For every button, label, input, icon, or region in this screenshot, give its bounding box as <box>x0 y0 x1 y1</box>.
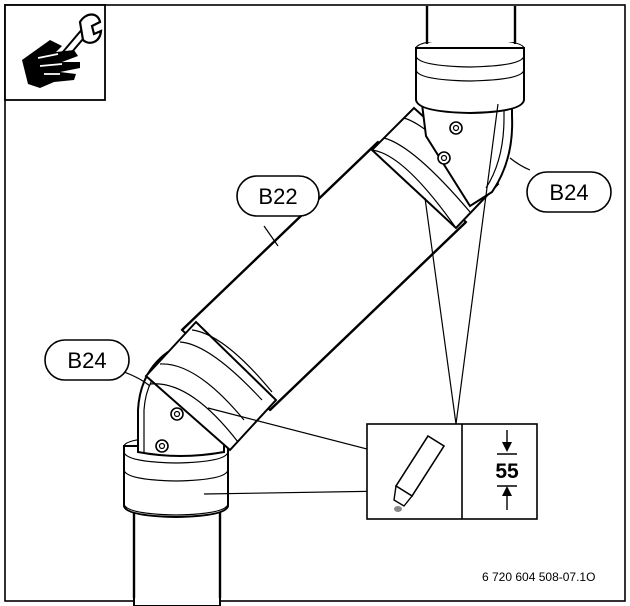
callout-lower-elbow: B24 <box>44 339 130 381</box>
callout-lower-elbow-label: B24 <box>67 348 106 373</box>
callout-upper-elbow-label: B24 <box>549 180 588 205</box>
lubricant-tube-icon <box>393 434 446 512</box>
callout-upper-elbow: B24 <box>526 171 612 213</box>
upper-elbow-body <box>418 87 514 208</box>
callout-straight-pipe-label: B22 <box>258 184 297 209</box>
diagram-frame <box>4 4 626 602</box>
callout-straight-pipe: B22 <box>236 175 320 217</box>
dimension-arrows-icon <box>497 430 517 510</box>
dimension-value: 55 <box>495 460 519 483</box>
upper-coupling-sleeve <box>415 38 525 115</box>
leader-lines <box>123 103 531 495</box>
lower-coupling-sleeve <box>123 436 229 519</box>
upper-vertical-pipe <box>425 6 517 44</box>
hand-wrench-icon <box>4 4 106 101</box>
detail-box: 55 <box>366 423 538 520</box>
lower-diagonal-socket <box>144 320 278 452</box>
reference-code: 6 720 604 508-07.1O <box>482 570 595 584</box>
